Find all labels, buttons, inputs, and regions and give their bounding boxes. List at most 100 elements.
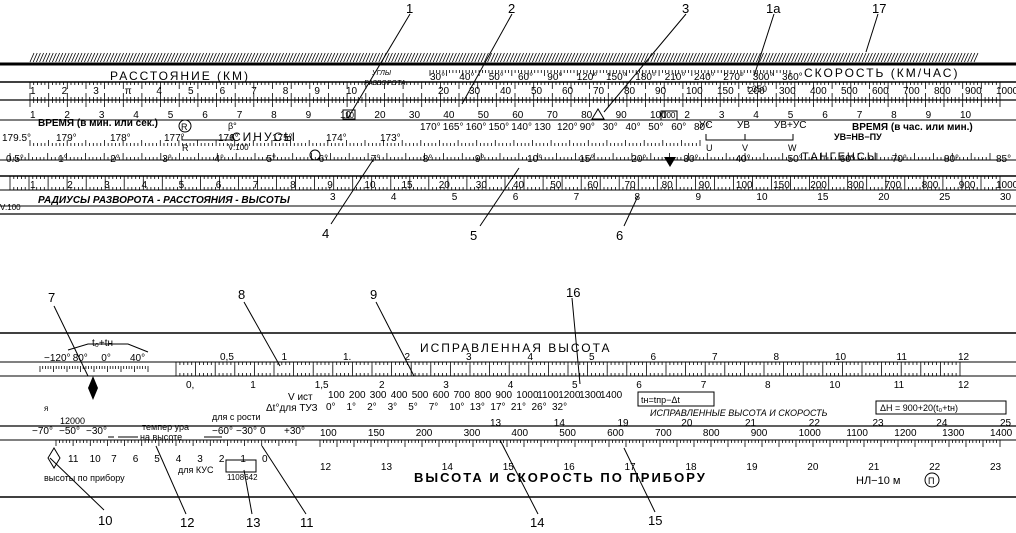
device-small-numbers-label: 20 xyxy=(807,462,819,473)
device-numbers-label: 1200 xyxy=(894,428,917,439)
callout-15: 15 xyxy=(648,513,662,528)
turn-angles-label-1: УГЛЫ xyxy=(371,70,392,77)
temp-label: темпер ура xyxy=(142,422,189,432)
sine-left-numbers: 179.5°179°178°177°176°175°174°173° xyxy=(2,133,401,144)
sine-right-numbers-label: 120° xyxy=(557,122,578,133)
distance-numbers-label: 10 xyxy=(346,86,358,97)
corrected-top-numbers-label: 8 xyxy=(774,352,780,363)
time-numbers-label: 3 xyxy=(719,110,725,121)
time-numbers-label: 100 xyxy=(650,110,667,121)
top-small-numbers-label: 22 xyxy=(809,418,821,429)
distance-numbers-label: 4 xyxy=(156,86,162,97)
distance-label: РАССТОЯНИЕ (КМ) xyxy=(110,69,250,83)
angle-marks-label: 360° xyxy=(782,72,803,83)
device-small-numbers-label: 14 xyxy=(442,462,454,473)
r-circle-mark xyxy=(178,119,192,133)
sine-right-numbers-label: 165° xyxy=(443,122,464,133)
kus-numbers-label: 6 xyxy=(133,454,139,465)
vist-numbers-label: 900 xyxy=(495,390,512,401)
corrected-bottom-numbers-label: 7 xyxy=(701,380,707,391)
logo-circle xyxy=(924,472,940,488)
time-numbers-label: 1 xyxy=(30,110,36,121)
device-numbers-label: 700 xyxy=(655,428,672,439)
kus-numbers-label: 4 xyxy=(176,454,182,465)
sine-left-numbers-label: 178° xyxy=(110,133,131,144)
device-numbers-label: 1300 xyxy=(942,428,965,439)
time-numbers-label: 2 xyxy=(684,110,690,121)
device-numbers-label: 800 xyxy=(703,428,720,439)
corrected-bottom-numbers-label: 1 xyxy=(250,380,256,391)
height-numbers-label: 20 xyxy=(878,192,890,203)
tangent-numbers-label: 4° xyxy=(214,154,224,165)
radii-numbers-label: 50 xyxy=(550,180,562,191)
time-numbers-label: 20 xyxy=(374,110,386,121)
angle-marks-label: 120° xyxy=(577,72,598,83)
vist-numbers-label: 1200 xyxy=(558,390,581,401)
tangent-numbers-label: 8° xyxy=(423,154,433,165)
top-small-numbers-label: 19 xyxy=(618,418,630,429)
tangent-numbers-label: 80° xyxy=(944,154,959,165)
tangent-numbers-label: 15° xyxy=(579,154,594,165)
speed-numbers-label: 150 xyxy=(717,86,734,97)
device-numbers-label: 100 xyxy=(320,428,337,439)
device-small-numbers-label: 15 xyxy=(503,462,515,473)
speed-numbers-label: 60 xyxy=(562,86,574,97)
tangent-numbers-label: 9° xyxy=(475,154,485,165)
callout-1a: 1а xyxy=(766,1,781,16)
model-label: НЛ−10 м xyxy=(856,475,900,487)
beta-label: β° xyxy=(228,121,237,131)
device-numbers-label: 500 xyxy=(559,428,576,439)
corrected-bottom-numbers-label: 5 xyxy=(572,380,578,391)
device-small-numbers-label: 21 xyxy=(868,462,880,473)
corrected-hs-label: ИСПРАВЛЕННЫЕ ВЫСОТА И СКОРОСТЬ xyxy=(650,408,828,418)
time-numbers-label: 4 xyxy=(133,110,139,121)
wind-v: V xyxy=(742,143,748,153)
tangent-numbers-label: 5° xyxy=(267,154,277,165)
sine-left-numbers-label: 177° xyxy=(164,133,185,144)
at-height-label: на высоте xyxy=(140,432,182,442)
device-small-numbers-label: 17 xyxy=(625,462,637,473)
height-numbers-label: 15 xyxy=(817,192,829,203)
top-small-numbers-label: 25 xyxy=(1000,418,1012,429)
height-numbers-label: 25 xyxy=(939,192,951,203)
device-small-numbers-label: 12 xyxy=(320,462,332,473)
radii-numbers-label: 90 xyxy=(699,180,711,191)
kus-numbers-label: 3 xyxy=(197,454,203,465)
corrected-height-label: ИСПРАВЛЕННАЯ ВЫСОТА xyxy=(420,341,612,355)
speed-numbers-label: 50 xyxy=(531,86,543,97)
distance-numbers-label: 7 xyxy=(251,86,257,97)
callout-1: 1 xyxy=(406,1,413,16)
radii-numbers-label: 1000 xyxy=(996,180,1016,191)
corrected-bottom-numbers-label: 12 xyxy=(958,380,970,391)
sine-right-numbers-label: 50° xyxy=(648,122,663,133)
dt-numbers-label: 1° xyxy=(347,402,357,413)
formula-uv: УВ=НВ−ПУ xyxy=(834,132,882,142)
time-numbers-label: 10 xyxy=(960,110,972,121)
radii-numbers-label: 8 xyxy=(290,180,296,191)
temp-numbers-label: 0° xyxy=(101,353,111,364)
mark-10box: 10 xyxy=(345,111,354,120)
temp-mid-numbers-label: −60° xyxy=(212,426,233,437)
angle-marks-label: 60° xyxy=(518,72,533,83)
corrected-bottom-numbers-label: 0, xyxy=(186,380,194,391)
speed-numbers-label: 400 xyxy=(810,86,827,97)
corrected-top-numbers-label: 2 xyxy=(405,352,411,363)
radii-numbers-label: 10 xyxy=(364,180,376,191)
device-numbers-label: 1000 xyxy=(799,428,822,439)
upper-labels: РАССТОЯНИЕ (КМ) УГЛЫ РАЗВОРОТА СКОРОСТЬ … xyxy=(0,66,973,212)
speed-numbers-label: 700 xyxy=(903,86,920,97)
radii-numbers-label: 7 xyxy=(253,180,259,191)
corrected-bottom-numbers-label: 11 xyxy=(894,380,905,391)
radii-numbers-label: 1 xyxy=(30,180,36,191)
corrected-bottom-numbers-label: 1,5 xyxy=(315,380,329,391)
distance-scale-ticks xyxy=(29,82,1001,89)
scale-numbers: 30°40°50°60°90°120°150°180°210°240°270°3… xyxy=(2,72,1016,473)
inverted-triangle-mark xyxy=(664,157,676,167)
temp-left-numbers-label: −70° xyxy=(32,426,53,437)
dt-numbers-label: 13° xyxy=(470,402,485,413)
speed-numbers-label: 500 xyxy=(841,86,858,97)
tangents-label: ТАНГЕНСЫ xyxy=(802,151,879,163)
